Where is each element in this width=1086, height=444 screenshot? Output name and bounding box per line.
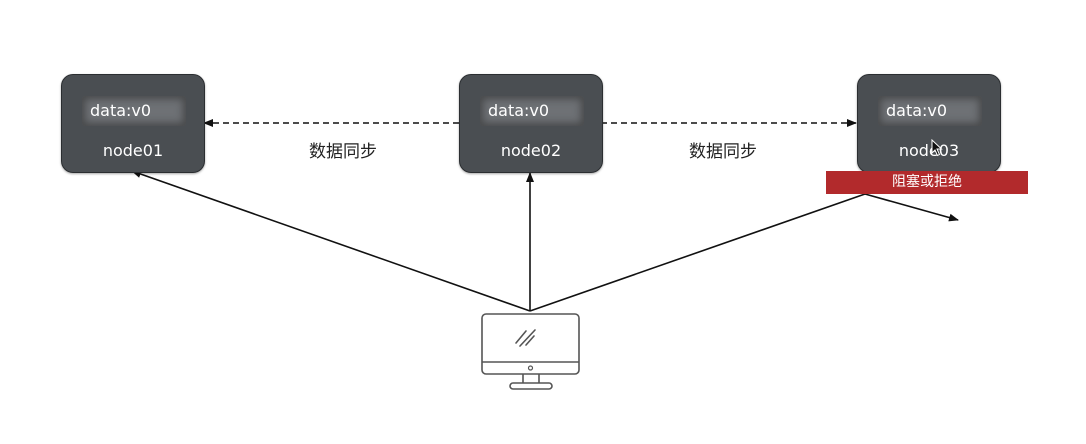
node-box-node01: data:v0 node01 bbox=[61, 74, 205, 173]
rejected-arrow bbox=[864, 193, 959, 222]
computer-monitor-icon bbox=[481, 313, 580, 390]
client-line-to-node03 bbox=[529, 193, 866, 312]
sync-label-right: 数据同步 bbox=[689, 142, 757, 162]
node-name: node02 bbox=[500, 141, 562, 160]
client-arrow-to-node01 bbox=[131, 170, 531, 312]
data-version-field: data:v0 bbox=[82, 96, 186, 126]
data-version-field: data:v0 bbox=[480, 96, 584, 126]
node-box-node03: data:v0 node03 bbox=[857, 74, 1001, 173]
node-box-node02: data:v0 node02 bbox=[459, 74, 603, 173]
mouse-cursor-icon bbox=[931, 139, 943, 157]
sync-label-left: 数据同步 bbox=[309, 142, 377, 162]
data-version-field: data:v0 bbox=[878, 96, 982, 126]
node-name: node03 bbox=[898, 141, 960, 160]
blocked-or-rejected-banner: 阻塞或拒绝 bbox=[826, 171, 1028, 194]
node-name: node01 bbox=[102, 141, 164, 160]
